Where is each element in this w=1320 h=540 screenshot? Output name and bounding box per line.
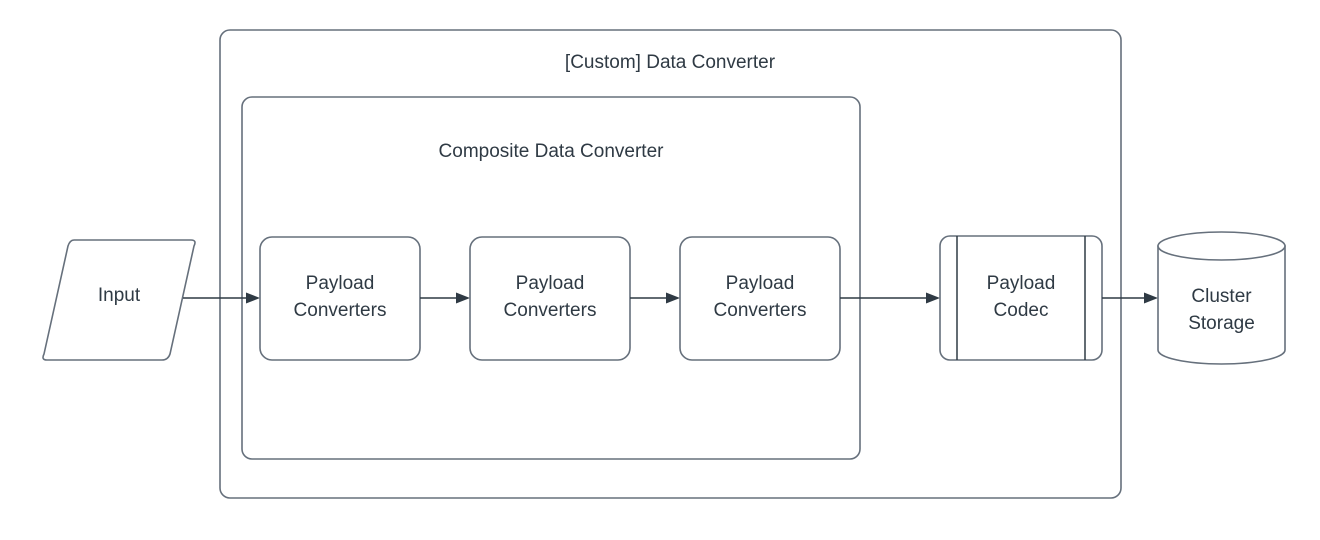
cluster-storage-label-line2: Storage <box>1188 313 1255 334</box>
payload-converters-2-label-line1: Payload <box>516 273 585 294</box>
cluster-storage-top-ellipse <box>1157 231 1286 261</box>
arrow-head-icon <box>666 292 680 304</box>
arrow-head-icon <box>246 292 260 304</box>
input-label: Input <box>98 285 141 306</box>
arrow-head-icon <box>456 292 470 304</box>
edge-payload-converters-2-to-3 <box>630 292 680 304</box>
edge-input-to-payload-converters-1 <box>183 292 260 304</box>
composite-data-converter-title: Composite Data Converter <box>439 141 665 162</box>
node-payload-converters-3[interactable]: Payload Converters <box>679 236 841 361</box>
cluster-storage-body <box>1157 245 1286 365</box>
payload-converters-3-shape <box>679 236 841 361</box>
node-payload-converters-2[interactable]: Payload Converters <box>469 236 631 361</box>
node-input[interactable]: Input <box>42 239 196 361</box>
custom-data-converter-title: [Custom] Data Converter <box>565 52 776 73</box>
container-composite-data-converter[interactable]: Composite Data Converter <box>241 96 861 460</box>
arrow-head-icon <box>1144 292 1158 304</box>
node-cluster-storage[interactable]: Cluster Storage <box>1157 231 1286 365</box>
node-payload-converters-1[interactable]: Payload Converters <box>259 236 421 361</box>
payload-converters-2-shape <box>469 236 631 361</box>
payload-converters-1-shape <box>259 236 421 361</box>
payload-converters-3-label-line1: Payload <box>726 273 795 294</box>
payload-converters-1-label-line2: Converters <box>294 300 387 321</box>
edge-payload-converters-1-to-2 <box>420 292 470 304</box>
cluster-storage-label-line1: Cluster <box>1191 286 1252 307</box>
input-shape <box>42 239 196 361</box>
composite-data-converter-border <box>241 96 861 460</box>
payload-codec-shape <box>939 235 1103 361</box>
payload-codec-label-line2: Codec <box>994 300 1049 321</box>
payload-converters-1-label-line1: Payload <box>306 273 375 294</box>
payload-converters-3-label-line2: Converters <box>714 300 807 321</box>
edge-payload-converters-3-to-payload-codec <box>840 292 940 304</box>
node-payload-codec[interactable]: Payload Codec <box>939 235 1103 361</box>
container-custom-data-converter[interactable]: [Custom] Data Converter <box>219 29 1122 499</box>
custom-data-converter-border <box>219 29 1122 499</box>
payload-codec-label-line1: Payload <box>987 273 1056 294</box>
arrow-head-icon <box>926 292 940 304</box>
edge-payload-codec-to-cluster-storage <box>1102 292 1158 304</box>
payload-converters-2-label-line2: Converters <box>504 300 597 321</box>
